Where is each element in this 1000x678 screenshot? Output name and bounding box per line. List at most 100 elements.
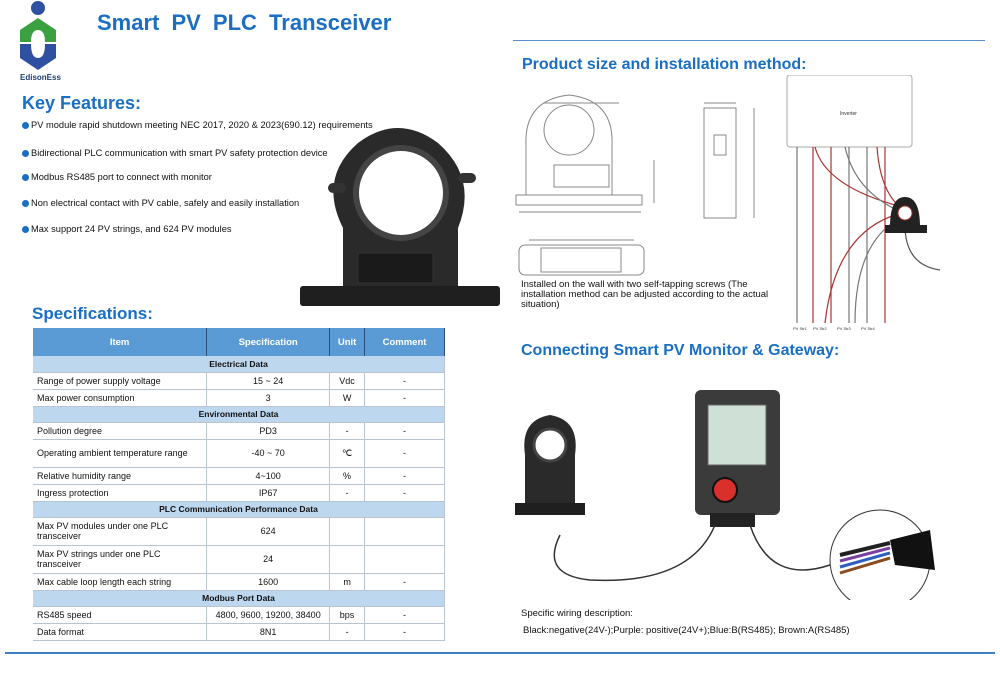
unit-cell: -	[329, 422, 366, 440]
unit-cell	[329, 545, 366, 574]
column-header: Comment	[364, 328, 445, 356]
comment-cell: -	[364, 606, 445, 624]
comment-cell	[364, 545, 445, 574]
item-cell: Relative humidity range	[33, 467, 208, 485]
spec-cell: 15 ~ 24	[206, 372, 331, 390]
unit-cell: m	[329, 573, 366, 591]
unit-cell: bps	[329, 606, 366, 624]
comment-cell: -	[364, 467, 445, 485]
string-label: PV Str4	[861, 326, 876, 331]
page-title: Smart PV PLC Transceiver	[97, 10, 392, 35]
specifications-heading: Specifications:	[32, 304, 153, 323]
comment-cell: -	[364, 389, 445, 407]
spec-cell: 4~100	[206, 467, 331, 485]
item-cell: Max power consumption	[33, 389, 208, 407]
spec-cell: 1600	[206, 573, 331, 591]
inverter-label: Inverter	[840, 111, 857, 117]
bullet-icon	[22, 121, 29, 129]
transceiver-product-image	[300, 128, 500, 306]
logo-text: EdisonEss	[20, 73, 61, 82]
specifications-table: Item Specification Unit Comment Electric…	[33, 328, 445, 641]
comment-cell: -	[364, 484, 445, 502]
divider	[513, 40, 985, 41]
comment-cell	[364, 517, 445, 546]
wiring-detail: Black:negative(24V-);Purple: positive(24…	[523, 625, 850, 636]
feature-item: Non electrical contact with PV cable, sa…	[22, 198, 299, 208]
bullet-icon	[22, 173, 29, 181]
item-cell: Data format	[33, 623, 208, 641]
item-cell: RS485 speed	[33, 606, 208, 624]
spec-cell: -40 ~ 70	[206, 439, 331, 468]
comment-cell: -	[364, 422, 445, 440]
installation-note: Installed on the wall with two self-tapp…	[521, 279, 769, 310]
spec-cell: 4800, 9600, 19200, 38400	[206, 606, 331, 624]
column-header: Specification	[206, 328, 331, 356]
spec-cell: 24	[206, 545, 331, 574]
unit-cell: Vdc	[329, 372, 366, 390]
feature-text: Max support 24 PV strings, and 624 PV mo…	[31, 224, 232, 234]
item-cell: Max PV strings under one PLC transceiver	[33, 545, 208, 574]
dimension-drawing	[515, 94, 755, 276]
string-label: PV Str2	[813, 326, 828, 331]
inverter-wiring-diagram: Inverter PV Str1 PV Str2 PV Str3 PV Str4	[786, 75, 941, 331]
section-title: PLC Communication Performance Data	[33, 501, 445, 518]
bullet-icon	[22, 199, 29, 207]
feature-text: Modbus RS485 port to connect with monito…	[31, 172, 212, 182]
item-cell: Range of power supply voltage	[33, 372, 208, 390]
feature-item: Max support 24 PV strings, and 624 PV mo…	[22, 224, 232, 234]
bullet-icon	[22, 225, 29, 233]
unit-cell: -	[329, 484, 366, 502]
unit-cell: ℃	[329, 439, 366, 468]
feature-text: Non electrical contact with PV cable, sa…	[31, 198, 300, 208]
section-title: Electrical Data	[33, 356, 445, 373]
item-cell: Pollution degree	[33, 422, 208, 440]
feature-text: Bidirectional PLC communication with sma…	[31, 148, 328, 158]
item-cell: Max cable loop length each string	[33, 573, 208, 591]
unit-cell	[329, 517, 366, 546]
column-header: Item	[33, 328, 208, 356]
table-row: Max PV modules under one PLC transceiver…	[33, 517, 445, 546]
section-row: PLC Communication Performance Data	[33, 501, 445, 518]
table-row: Operating ambient temperature range-40 ~…	[33, 439, 445, 468]
feature-item: PV module rapid shutdown meeting NEC 201…	[22, 120, 373, 130]
feature-item: Bidirectional PLC communication with sma…	[22, 148, 328, 158]
monitor-gateway-image	[515, 390, 935, 600]
section-row: Electrical Data	[33, 356, 445, 373]
table-row: Max PV strings under one PLC transceiver…	[33, 545, 445, 574]
table-header-row: Item Specification Unit Comment	[33, 328, 445, 356]
comment-cell: -	[364, 623, 445, 641]
connecting-heading: Connecting Smart PV Monitor & Gateway:	[521, 342, 840, 359]
spec-cell: 624	[206, 517, 331, 546]
edisoness-logo	[20, 1, 56, 70]
spec-cell: IP67	[206, 484, 331, 502]
spec-cell: 8N1	[206, 623, 331, 641]
comment-cell: -	[364, 372, 445, 390]
spec-cell: PD3	[206, 422, 331, 440]
footer-divider	[5, 652, 995, 654]
comment-cell: -	[364, 573, 445, 591]
unit-cell: -	[329, 623, 366, 641]
column-header: Unit	[329, 328, 366, 356]
unit-cell: W	[329, 389, 366, 407]
item-cell: Operating ambient temperature range	[33, 439, 208, 468]
feature-item: Modbus RS485 port to connect with monito…	[22, 172, 212, 182]
string-label: PV Str3	[837, 326, 852, 331]
feature-text: PV module rapid shutdown meeting NEC 201…	[31, 120, 373, 130]
wiring-title: Specific wiring description:	[521, 608, 633, 619]
string-label: PV Str1	[793, 326, 808, 331]
bullet-icon	[22, 149, 29, 157]
comment-cell: -	[364, 439, 445, 468]
product-size-heading: Product size and installation method:	[522, 56, 807, 73]
item-cell: Ingress protection	[33, 484, 208, 502]
key-features-heading: Key Features:	[22, 93, 142, 113]
section-row: Modbus Port Data	[33, 590, 445, 607]
unit-cell: %	[329, 467, 366, 485]
